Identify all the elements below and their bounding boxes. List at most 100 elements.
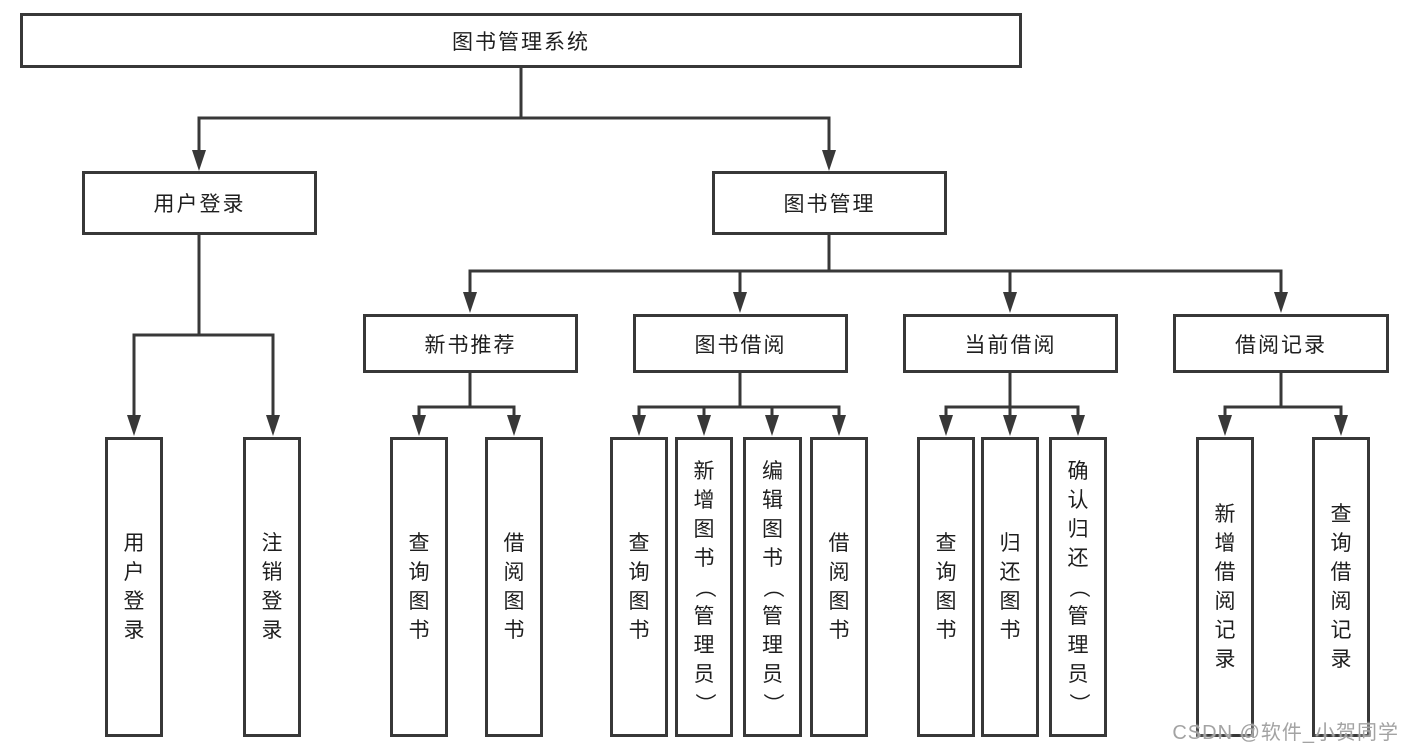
vertical-char: 增 [693, 488, 715, 512]
vertical-char: 查 [935, 532, 957, 555]
vertical-char: 书 [408, 619, 430, 642]
vertical-char: 员 [762, 662, 783, 686]
arrow-down-icon [733, 292, 747, 313]
arrow-down-icon [266, 415, 280, 436]
arrow-down-icon [1071, 415, 1085, 436]
node-book-management: 图书管理 [712, 171, 947, 235]
arrow-down-icon [412, 415, 426, 436]
vertical-char: 辑 [762, 488, 783, 512]
vertical-char: 阅 [1330, 590, 1352, 613]
vertical-char: 销 [261, 561, 283, 584]
vertical-char: 管 [762, 604, 783, 628]
node-book-borrowing: 图书借阅 [633, 314, 848, 373]
vertical-char: 管 [1067, 604, 1089, 628]
connector-path [132, 66, 1343, 422]
vertical-char: 增 [1214, 532, 1236, 555]
vertical-char: 阅 [1214, 590, 1236, 613]
vertical-char: 归 [999, 532, 1021, 555]
vertical-char: 录 [261, 619, 283, 642]
vertical-char: 还 [999, 561, 1021, 584]
vertical-char: 理 [762, 633, 783, 657]
vertical-char: 新 [1214, 503, 1236, 526]
arrow-down-icon [463, 292, 477, 313]
vertical-char: 借 [1214, 561, 1236, 584]
vertical-char: 用 [123, 532, 145, 555]
arrow-down-icon [822, 150, 836, 171]
vertical-char: 询 [1330, 532, 1352, 555]
node-leaf-add-borrow-record: 新增借阅记录 [1196, 437, 1254, 737]
arrow-down-icon [507, 415, 521, 436]
vertical-char: 图 [503, 590, 525, 613]
node-leaf-logout: 注销登录 [243, 437, 301, 737]
node-leaf-query-borrow-record: 查询借阅记录 [1312, 437, 1370, 737]
vertical-char: 书 [935, 619, 957, 642]
node-leaf-query-books-1: 查询图书 [390, 437, 448, 737]
vertical-char: 阅 [503, 561, 525, 584]
arrow-down-icon [765, 415, 779, 436]
vertical-char: 借 [828, 532, 850, 555]
node-new-book-recommend: 新书推荐 [363, 314, 578, 373]
vertical-char: 理 [1067, 633, 1089, 657]
node-leaf-user-login: 用户登录 [105, 437, 163, 737]
arrow-down-icon [939, 415, 953, 436]
node-leaf-edit-book-admin: 编辑图书 （ 管理员 ） [743, 437, 802, 737]
node-leaf-borrow-books-1: 借阅图书 [485, 437, 543, 737]
vertical-char: 借 [1330, 561, 1352, 584]
vertical-char: 询 [628, 561, 650, 584]
node-current-borrowing: 当前借阅 [903, 314, 1118, 373]
arrow-down-icon [632, 415, 646, 436]
vertical-char: 书 [503, 619, 525, 642]
vertical-char: ） [761, 692, 784, 714]
vertical-char: （ [692, 576, 716, 598]
vertical-char: 记 [1330, 619, 1352, 642]
vertical-char: 录 [1214, 648, 1236, 671]
vertical-char: 图 [828, 590, 850, 613]
vertical-char: 记 [1214, 619, 1236, 642]
arrow-down-icon [832, 415, 846, 436]
vertical-char: 确 [1067, 459, 1089, 483]
vertical-char: 户 [123, 561, 145, 584]
watermark: CSDN @软件_小贺同学 [1172, 722, 1399, 744]
vertical-char: 书 [828, 619, 850, 642]
arrow-down-icon [1003, 292, 1017, 313]
node-leaf-query-books-3: 查询图书 [917, 437, 975, 737]
vertical-char: （ [1066, 576, 1090, 598]
vertical-char: 理 [693, 633, 715, 657]
vertical-char: 书 [999, 619, 1021, 642]
vertical-char: 认 [1067, 488, 1089, 512]
vertical-char: 员 [1067, 662, 1089, 686]
node-leaf-query-books-2: 查询图书 [610, 437, 668, 737]
arrow-down-icon [192, 150, 206, 171]
vertical-char: 查 [1330, 503, 1352, 526]
vertical-char: 图 [999, 590, 1021, 613]
vertical-char: 借 [503, 532, 525, 555]
arrow-down-icon [1003, 415, 1017, 436]
vertical-char: 录 [1330, 648, 1352, 671]
vertical-char: 询 [935, 561, 957, 584]
vertical-char: 登 [261, 590, 283, 613]
vertical-char: 录 [123, 619, 145, 642]
vertical-char: 归 [1067, 517, 1089, 541]
node-borrow-records: 借阅记录 [1173, 314, 1389, 373]
node-leaf-confirm-return-admin: 确认归还（管理员） [1049, 437, 1107, 737]
vertical-char: 登 [123, 590, 145, 613]
vertical-char: 询 [408, 561, 430, 584]
node-leaf-return-books: 归还图书 [981, 437, 1039, 737]
node-leaf-borrow-books-2: 借阅图书 [810, 437, 868, 737]
vertical-char: 图 [693, 517, 715, 541]
vertical-char: 员 [693, 662, 715, 686]
vertical-char: 查 [408, 532, 430, 555]
arrow-down-icon [697, 415, 711, 436]
vertical-char: 书 [762, 546, 783, 570]
arrow-down-icon [127, 415, 141, 436]
vertical-char: ） [1066, 692, 1090, 714]
vertical-char: 书 [628, 619, 650, 642]
vertical-char: 编 [762, 459, 783, 483]
vertical-char: 图 [935, 590, 957, 613]
node-user-login: 用户登录 [82, 171, 317, 235]
vertical-char: 图 [762, 517, 783, 541]
vertical-char: （ [761, 576, 784, 598]
arrow-down-icon [1218, 415, 1232, 436]
arrow-down-icon [1334, 415, 1348, 436]
